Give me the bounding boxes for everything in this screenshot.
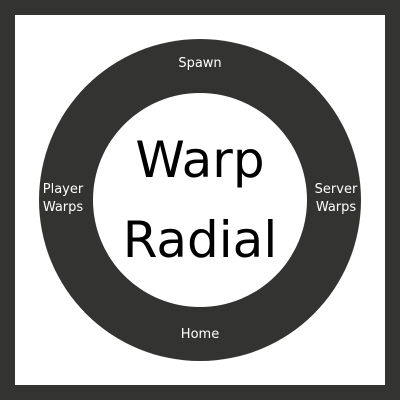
radial-option-server-warps-line2: Warps bbox=[315, 200, 357, 215]
radial-option-spawn[interactable]: Spawn bbox=[150, 55, 250, 73]
radial-title-line2: Radial bbox=[122, 211, 278, 269]
radial-option-player-warps-line1: Player bbox=[42, 182, 84, 197]
radial-option-home[interactable]: Home bbox=[150, 326, 250, 344]
radial-option-player-warps[interactable]: Player Warps bbox=[33, 181, 93, 217]
radial-option-server-warps-line1: Server bbox=[314, 182, 358, 197]
radial-option-server-warps[interactable]: Server Warps bbox=[306, 181, 366, 217]
radial-option-home-label: Home bbox=[180, 327, 220, 342]
radial-option-spawn-label: Spawn bbox=[178, 56, 222, 71]
radial-option-player-warps-line2: Warps bbox=[42, 200, 84, 215]
radial-center bbox=[93, 93, 307, 307]
radial-title-line1: Warp bbox=[135, 131, 265, 189]
